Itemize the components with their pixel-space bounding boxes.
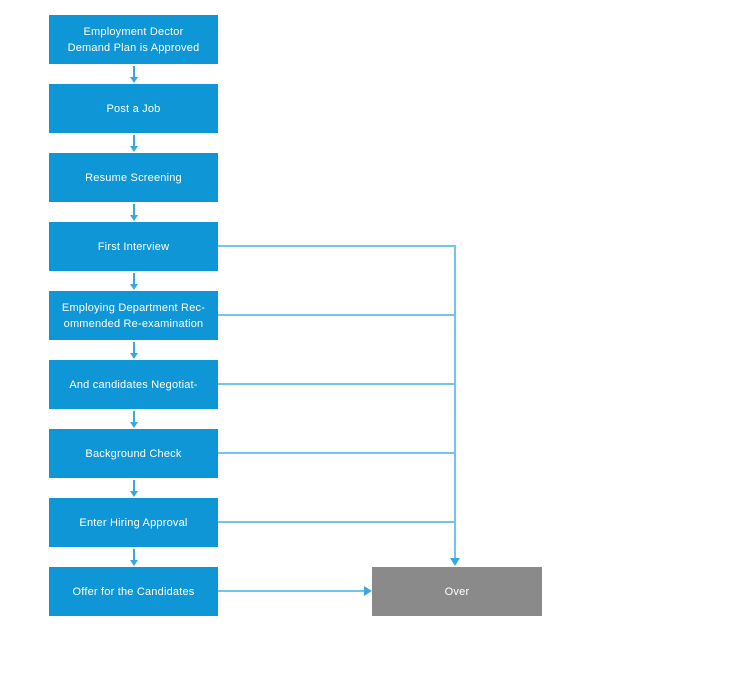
down-arrow-icon: [128, 409, 139, 429]
node-over-end: Over: [372, 567, 542, 616]
down-arrow-icon: [128, 271, 139, 291]
connector-employing-department: [218, 314, 456, 316]
node-label-line: Demand Plan is Approved: [67, 41, 200, 54]
node-employment-demand-plan: Employment Dector Demand Plan is Approve…: [49, 15, 218, 64]
node-label-line: Offer for the Candidates: [72, 585, 195, 598]
connector-background-check: [218, 452, 456, 454]
node-first-interview: First Interview: [49, 222, 218, 271]
node-label-line: Employing Department Rec-: [61, 301, 206, 314]
node-enter-hiring-approval: Enter Hiring Approval: [49, 498, 218, 547]
node-label-line: Post a Job: [106, 102, 161, 115]
right-arrowhead-icon: [364, 586, 372, 596]
down-arrow-icon: [128, 64, 139, 84]
connector-first-interview: [218, 245, 456, 247]
down-arrow-icon: [128, 202, 139, 222]
node-post-a-job: Post a Job: [49, 84, 218, 133]
down-arrow-icon: [128, 547, 139, 567]
connector-candidates-negotiation: [218, 383, 456, 385]
node-label-line: ommended Re-examination: [63, 317, 204, 330]
down-arrow-icon: [128, 133, 139, 153]
node-candidates-negotiation: And candidates Negotiat-: [49, 360, 218, 409]
connector-enter-hiring-approval: [218, 521, 456, 523]
connector-merge-vertical: [454, 245, 456, 558]
node-label-line: Enter Hiring Approval: [79, 516, 188, 529]
node-label-line: First Interview: [97, 240, 170, 253]
node-label-line: And candidates Negotiat-: [69, 378, 198, 391]
node-label-line: Over: [444, 585, 470, 598]
down-arrowhead-icon: [450, 558, 460, 566]
down-arrow-icon: [128, 340, 139, 360]
down-arrow-icon: [128, 478, 139, 498]
node-label-line: Background Check: [85, 447, 182, 460]
node-resume-screening: Resume Screening: [49, 153, 218, 202]
node-offer-for-candidates: Offer for the Candidates: [49, 567, 218, 616]
connector-offer-to-over: [218, 590, 364, 592]
node-label-line: Resume Screening: [85, 171, 182, 184]
node-employing-department-reexamination: Employing Department Rec- ommended Re-ex…: [49, 291, 218, 340]
node-background-check: Background Check: [49, 429, 218, 478]
node-label-line: Employment Dector: [83, 25, 184, 38]
